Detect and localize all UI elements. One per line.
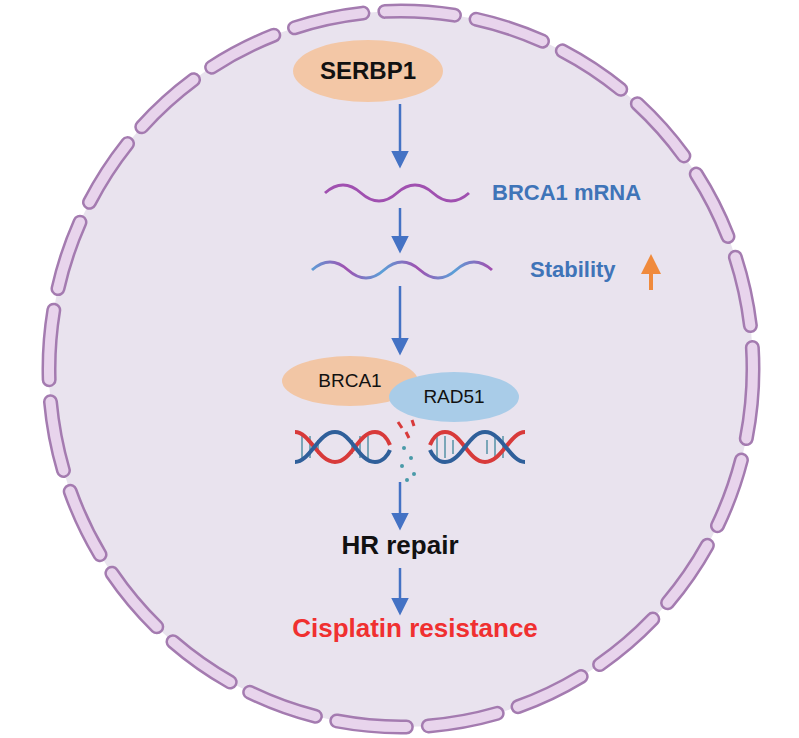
increase-arrow <box>649 258 653 290</box>
node-text: SERBP1 <box>320 57 416 85</box>
flow-arrow <box>399 208 402 250</box>
change-label: Stability <box>530 257 645 283</box>
flow-arrow <box>399 482 402 527</box>
cytoplasm <box>49 11 753 727</box>
mrna-wave <box>325 185 469 201</box>
membrane-fill <box>49 11 753 727</box>
process-label: HR repair <box>300 530 500 561</box>
membrane-outline <box>49 11 753 727</box>
protein-ellipse: SERBP1 <box>293 40 443 102</box>
molecule-label: BRCA1 mRNA <box>492 180 692 206</box>
node-text: BRCA1 <box>318 370 381 392</box>
mrna-wave <box>312 262 492 278</box>
node-text: RAD51 <box>423 386 484 408</box>
outcome-label: Cisplatin resistance <box>250 613 580 644</box>
flow-arrow <box>399 286 402 352</box>
flow-arrow <box>399 104 402 165</box>
dna-helix <box>295 420 525 482</box>
flow-arrow <box>399 568 402 612</box>
protein-ellipse: RAD51 <box>389 372 519 422</box>
